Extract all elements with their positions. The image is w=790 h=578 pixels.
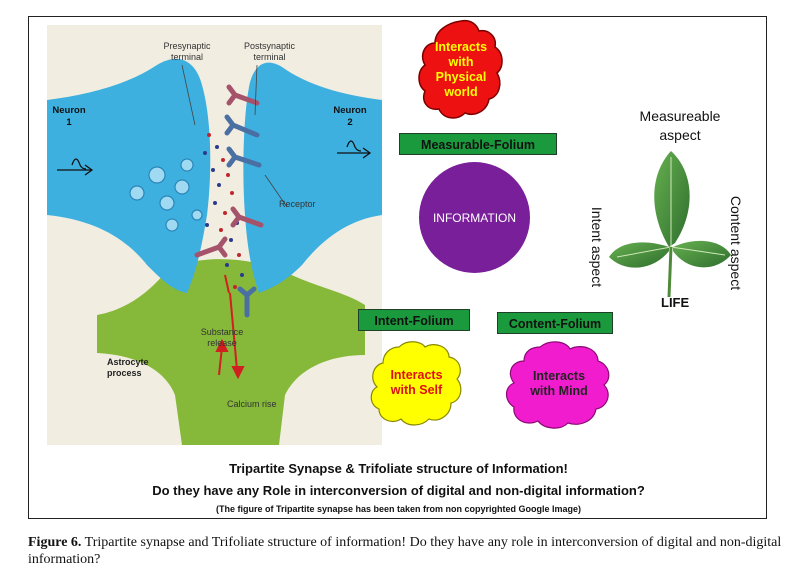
neuron2-label: Neuron 2 (333, 105, 367, 128)
trifoliate-leaf (605, 147, 735, 312)
tripartite-synapse-illustration: Presynaptic terminal Postsynaptic termin… (47, 25, 382, 445)
diagram-title: Tripartite Synapse & Trifoliate structur… (229, 461, 568, 476)
postsynaptic-label: Postsynaptic terminal (243, 41, 296, 62)
life-label: LIFE (661, 295, 690, 310)
content-aspect-label: Content aspect (728, 195, 745, 291)
neurotransmitter-dots (203, 133, 244, 289)
vesicles (129, 158, 203, 232)
measureable-aspect-label: Measureable aspect (639, 108, 721, 143)
astrocyte-label: Astrocyte process (107, 357, 149, 378)
mind-cloud-text: Interacts with Mind (530, 369, 588, 398)
image-source-note: (The figure of Tripartite synapse has be… (215, 504, 582, 514)
figure-caption-text: Tripartite synapse and Trifoliate struct… (28, 535, 782, 567)
postsynaptic-terminal-shape (243, 62, 382, 293)
physical-world-cloud: Interacts with Physical world (417, 17, 505, 122)
neuron1-label: Neuron 1 (52, 105, 86, 128)
leader-lines (181, 64, 288, 208)
diagram-question: Do they have any Role in interconversion… (152, 483, 645, 498)
presynaptic-terminal-shape (47, 58, 211, 293)
astrocyte-arrows (215, 274, 245, 380)
signal-arrows (57, 140, 372, 176)
self-cloud: Interacts with Self (369, 339, 464, 427)
measurable-folium-label: Measurable-Folium (399, 133, 557, 155)
physical-world-text: Interacts with Physical world (434, 39, 488, 99)
self-cloud-text: Interacts with Self (390, 368, 443, 397)
calcium-label: Calcium rise (227, 399, 277, 409)
presynaptic-label: Presynaptic terminal (163, 41, 211, 62)
astrocyte-shape (97, 259, 365, 445)
receptors (194, 84, 264, 318)
figure-frame: Presynaptic terminal Postsynaptic termin… (28, 16, 767, 519)
information-label: INFORMATION (432, 210, 517, 225)
intent-folium-label: Intent-Folium (358, 309, 470, 331)
figure-caption-label: Figure 6. (28, 535, 82, 550)
intent-aspect-label: Intent aspect (589, 206, 606, 288)
synapse-drawing (47, 25, 382, 445)
figure-caption: Figure 6. Tripartite synapse and Trifoli… (28, 534, 783, 568)
mind-cloud: Interacts with Mind (504, 339, 614, 429)
receptor-label: Receptor (279, 199, 316, 209)
leaf-drawing (609, 151, 731, 298)
substance-release-label: Substance release (200, 327, 244, 348)
information-circle: INFORMATION (419, 162, 530, 273)
content-folium-label: Content-Folium (497, 312, 613, 334)
